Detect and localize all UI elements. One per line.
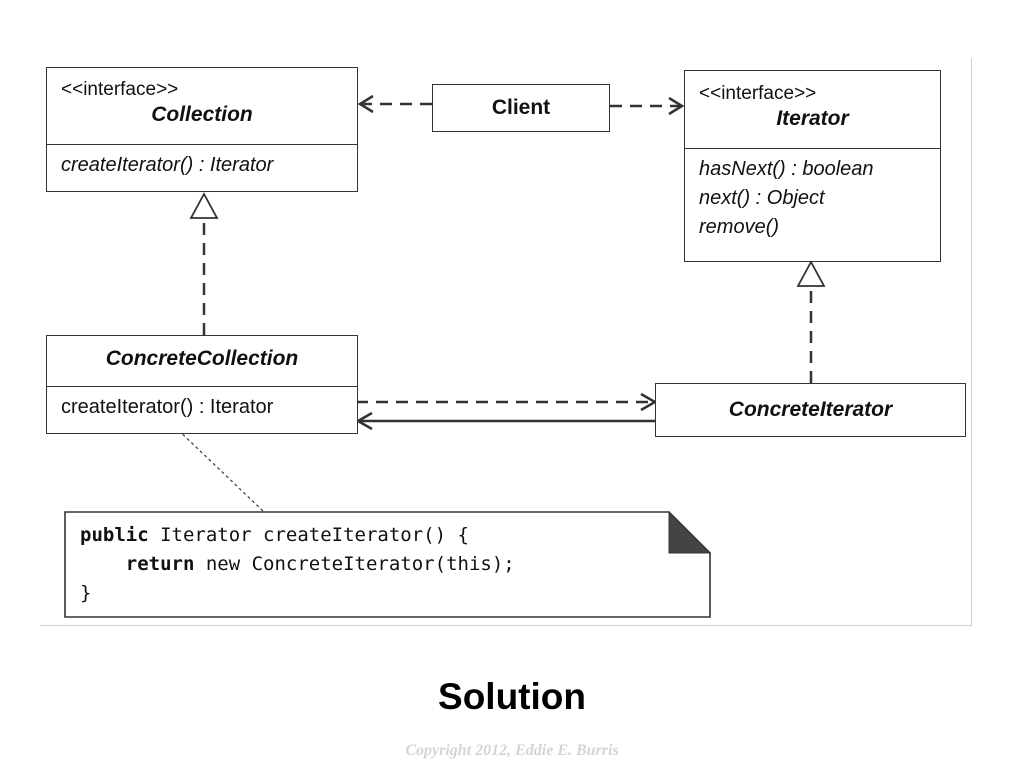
iterator-interface-box: <<interface>> Iterator hasNext() : boole…	[684, 70, 941, 262]
code-note: public Iterator createIterator() { retur…	[64, 511, 711, 618]
note-fold-corner	[668, 511, 711, 554]
code-text: new ConcreteIterator(this);	[194, 553, 515, 575]
collection-header: <<interface>> Collection	[47, 68, 357, 145]
arrowhead-open	[357, 94, 374, 114]
arrowhead-open	[668, 96, 685, 116]
collection-interface-box: <<interface>> Collection createIterator(…	[46, 67, 358, 192]
code-indent	[80, 553, 126, 575]
client-box: Client	[432, 84, 610, 132]
code-text: Iterator createIterator() {	[148, 524, 469, 546]
concrete-collection-header: ConcreteCollection	[47, 336, 357, 387]
code-text: }	[80, 582, 92, 604]
hollow-triangle-arrowhead	[796, 260, 826, 287]
collection-operations: createIterator() : Iterator	[47, 145, 357, 182]
class-name: Iterator	[776, 107, 849, 130]
operation: hasNext() : boolean	[699, 158, 874, 180]
arrowhead-open	[355, 411, 373, 431]
operation: createIterator() : Iterator	[61, 396, 274, 418]
operation: next() : Object	[699, 187, 825, 209]
copyright-footer: Copyright 2012, Eddie E. Burris	[405, 742, 619, 759]
code-keyword: return	[125, 553, 195, 575]
note-anchor-line	[173, 425, 264, 512]
slide-title: Solution	[438, 676, 586, 717]
class-name: ConcreteIterator	[728, 398, 893, 421]
hollow-triangle-arrowhead	[189, 192, 219, 219]
stereotype-label: <<interface>>	[699, 83, 817, 104]
stereotype-label: <<interface>>	[61, 79, 179, 100]
iterator-operations: hasNext() : boolean next() : Object remo…	[685, 149, 940, 244]
diagram-frame	[40, 58, 972, 626]
operation: createIterator() : Iterator	[61, 154, 274, 176]
code-snippet: public Iterator createIterator() { retur…	[80, 521, 515, 608]
class-name: Collection	[151, 103, 253, 126]
operation: remove()	[699, 216, 780, 238]
iterator-header: <<interface>> Iterator	[685, 71, 940, 149]
code-keyword: public	[80, 524, 149, 546]
concrete-iterator-box: ConcreteIterator	[655, 383, 966, 437]
concrete-collection-box: ConcreteCollection createIterator() : It…	[46, 335, 358, 434]
class-name: Client	[491, 96, 551, 119]
note-outline	[64, 511, 711, 618]
class-name: ConcreteCollection	[105, 347, 299, 370]
concrete-collection-operations: createIterator() : Iterator	[47, 387, 357, 424]
